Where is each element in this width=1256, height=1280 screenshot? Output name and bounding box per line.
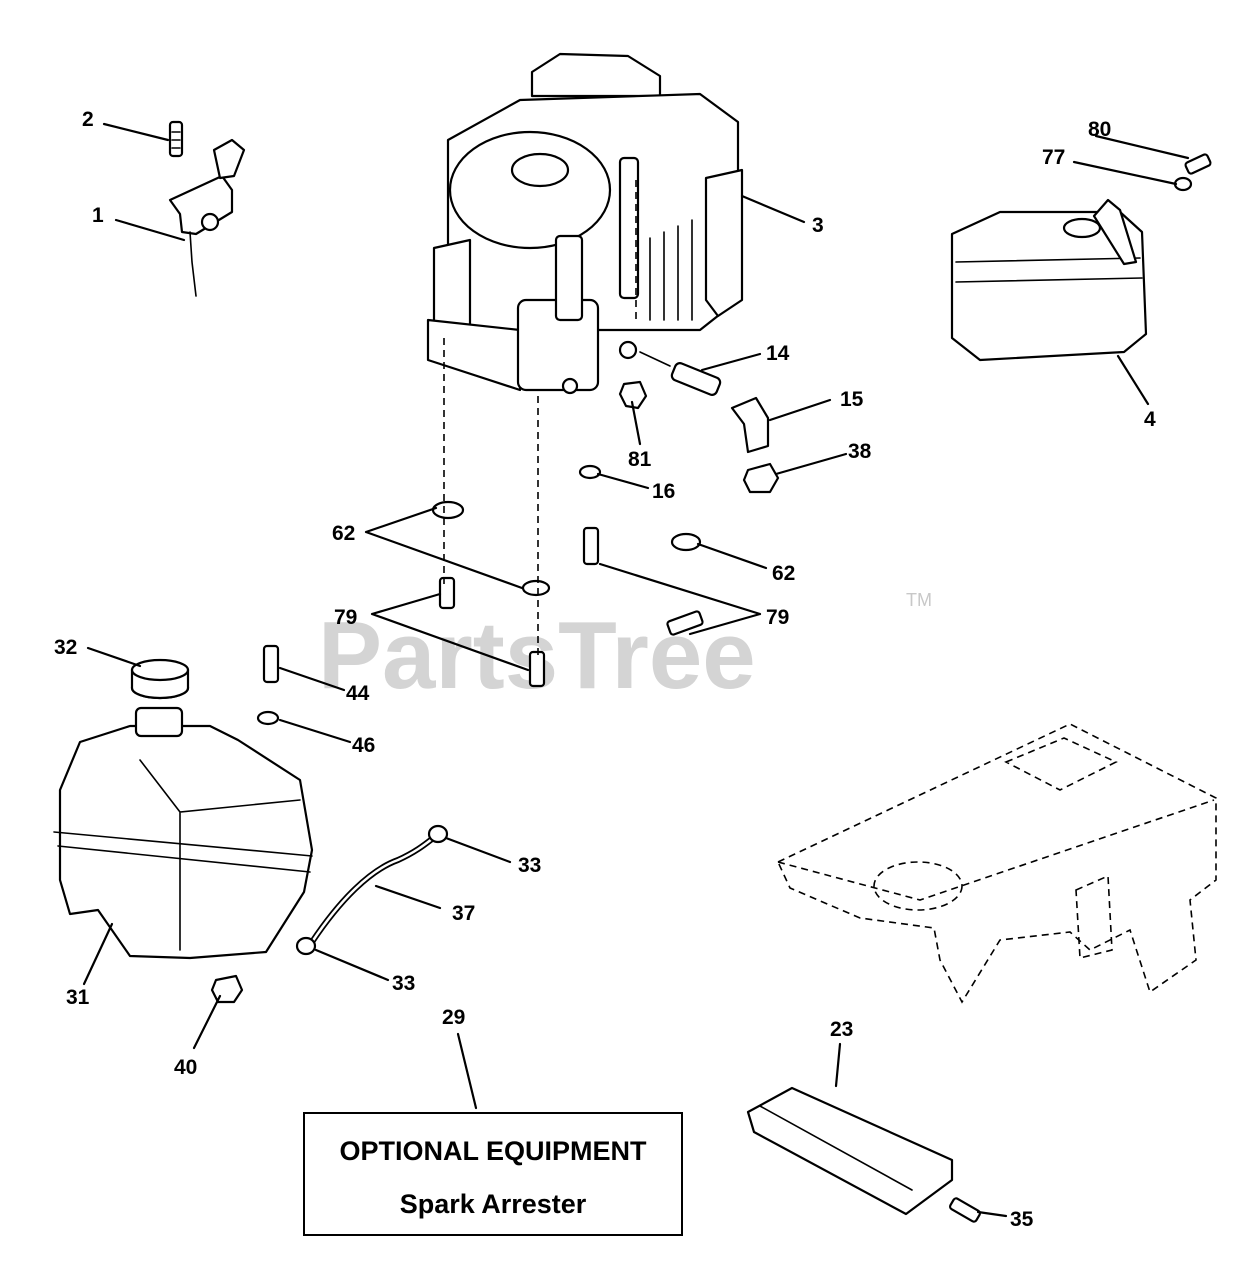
callout-16: 16 [652, 480, 675, 503]
fuel-tank-part[interactable] [53, 706, 314, 960]
watermark-trademark: TM [906, 590, 932, 610]
optional-equipment-box: OPTIONAL EQUIPMENT Spark Arrester [303, 1112, 683, 1236]
callout-33-b: 33 [392, 972, 415, 995]
heat-shield-part[interactable] [746, 1086, 954, 1216]
callout-40: 40 [174, 1056, 197, 1079]
elbow-fitting-part[interactable] [730, 396, 770, 454]
fuel-cap-part[interactable] [130, 658, 190, 700]
callout-62-b: 62 [772, 562, 795, 585]
fuel-line-part[interactable] [309, 833, 439, 945]
callout-29: 29 [442, 1006, 465, 1029]
callout-77: 77 [1042, 146, 1065, 169]
washer-part-62-b[interactable] [521, 579, 551, 597]
callout-31: 31 [66, 986, 90, 1009]
leader-lines [82, 122, 1190, 1218]
callout-44: 44 [346, 682, 370, 705]
engine-part[interactable] [426, 52, 744, 395]
callout-1: 1 [92, 204, 104, 227]
callout-80: 80 [1088, 118, 1111, 141]
throttle-control-part[interactable] [168, 138, 246, 297]
bolt-part-79-d[interactable] [666, 610, 704, 636]
fuel-filter-part[interactable] [639, 351, 722, 396]
callout-79-b: 79 [766, 606, 789, 629]
screw-part-2[interactable] [168, 120, 184, 158]
callout-32: 32 [54, 636, 77, 659]
nut-part-81[interactable] [618, 380, 648, 410]
clamp-part-33-b[interactable] [295, 936, 317, 956]
callout-37: 37 [452, 902, 475, 925]
callout-46: 46 [352, 734, 375, 757]
callout-79-a: 79 [334, 606, 357, 629]
optional-equipment-title: OPTIONAL EQUIPMENT [339, 1136, 647, 1166]
optional-equipment-item: Spark Arrester [399, 1189, 587, 1219]
washer-part-46[interactable] [256, 710, 280, 726]
callout-4: 4 [1144, 408, 1156, 431]
screw-part-44[interactable] [262, 644, 280, 684]
washer-part-62-c[interactable] [670, 532, 702, 552]
bolt-part-79-b[interactable] [528, 650, 546, 688]
bolt-part-79-c[interactable] [582, 526, 600, 566]
bolt-part-80[interactable] [1184, 153, 1212, 175]
callout-2: 2 [82, 108, 94, 131]
clamp-part-33-a[interactable] [427, 824, 449, 844]
frame-plate [776, 723, 1217, 1004]
callout-35: 35 [1010, 1208, 1034, 1231]
callout-38: 38 [848, 440, 872, 463]
callout-81: 81 [628, 448, 652, 471]
muffler-part[interactable] [950, 198, 1148, 362]
callout-14: 14 [766, 342, 790, 365]
callout-3: 3 [812, 214, 824, 237]
callout-62-a: 62 [332, 522, 355, 545]
nut-part-38[interactable] [742, 462, 780, 494]
callout-15: 15 [840, 388, 864, 411]
washer-part-77[interactable] [1173, 176, 1193, 192]
callout-labels: 1 2 3 4 14 15 16 23 29 31 32 33 33 35 37… [54, 108, 1156, 1231]
washer-part-16[interactable] [578, 464, 602, 480]
callout-23: 23 [830, 1018, 853, 1041]
callout-33-a: 33 [518, 854, 541, 877]
grommet-part-40[interactable] [210, 974, 244, 1004]
washer-part-62-a[interactable] [431, 500, 465, 520]
bolt-part-79-a[interactable] [438, 576, 456, 610]
screw-part-35[interactable] [949, 1197, 981, 1223]
